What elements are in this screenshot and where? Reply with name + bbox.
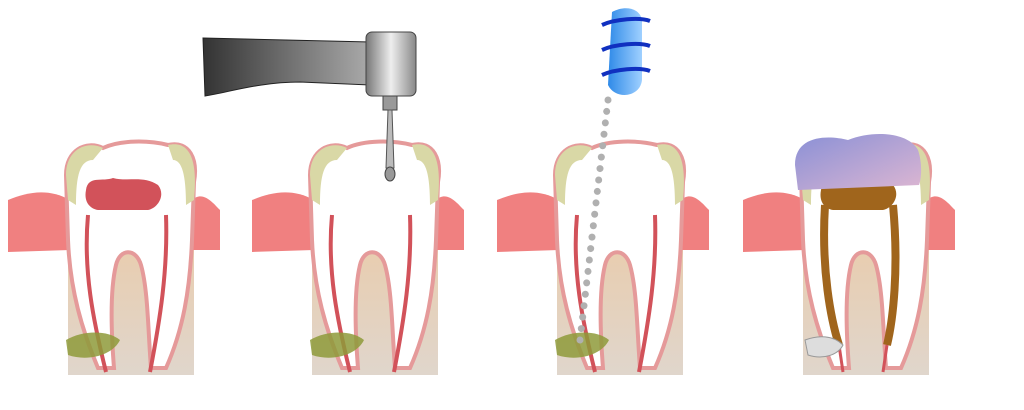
file-shaft-bead — [601, 119, 609, 127]
file-shaft-bead — [577, 325, 585, 333]
file-shaft-bead — [604, 96, 612, 104]
file-shaft-bead — [583, 279, 591, 287]
file-shaft-bead — [593, 187, 601, 195]
file-shaft-bead — [597, 153, 605, 161]
file-shaft-bead — [600, 130, 608, 138]
abscess — [310, 332, 364, 358]
file-shaft-bead — [603, 107, 611, 115]
canal-right — [637, 214, 658, 373]
file-shaft-bead — [588, 233, 596, 241]
healed-lesion — [804, 336, 844, 358]
enamel-right — [657, 144, 684, 205]
file-shaft-bead — [587, 245, 595, 253]
panel-step-3 — [497, 139, 709, 375]
file-shaft-bead — [580, 302, 588, 310]
file-shaft-bead — [581, 290, 589, 298]
file-shaft-bead — [596, 165, 604, 173]
canal-right — [392, 214, 413, 373]
file-handle-band — [601, 66, 651, 77]
enamel-right — [412, 144, 439, 205]
crown-cap — [795, 134, 922, 190]
gum-left — [743, 192, 805, 252]
file-shaft-bead — [591, 210, 599, 218]
panel-step-4 — [743, 134, 955, 375]
dental-drill-icon — [202, 31, 417, 182]
canal-right — [148, 214, 169, 373]
filled-canal-left — [820, 204, 843, 347]
gum-right — [436, 196, 464, 250]
endodontic-file-icon — [576, 8, 651, 344]
gum-left — [252, 192, 314, 252]
file-shaft-bead — [585, 256, 593, 264]
panel-step-2 — [252, 139, 464, 375]
file-shaft-bead — [589, 222, 597, 230]
gum-left — [497, 192, 559, 252]
pulp-chamber — [85, 178, 162, 210]
enamel-right — [168, 144, 195, 205]
enamel-left — [555, 145, 592, 205]
file-shaft-bead — [599, 142, 607, 150]
file-shaft-bead — [576, 336, 584, 344]
file-handle-band — [601, 16, 651, 27]
gum-right — [927, 196, 955, 250]
gum-right — [192, 196, 220, 250]
gum-left — [8, 192, 70, 252]
file-shaft-bead — [592, 199, 600, 207]
file-handle — [608, 8, 642, 96]
file-shaft-bead — [595, 176, 603, 184]
file-shaft-bead — [584, 267, 592, 275]
enamel-left — [310, 145, 347, 205]
abscess — [66, 332, 120, 358]
filled-canal-right — [883, 204, 900, 346]
gum-right — [681, 196, 709, 250]
file-shaft-bead — [579, 313, 587, 321]
panel-step-1 — [8, 139, 220, 375]
abscess — [555, 332, 609, 358]
file-handle-band — [601, 41, 651, 52]
enamel-left — [66, 145, 103, 205]
